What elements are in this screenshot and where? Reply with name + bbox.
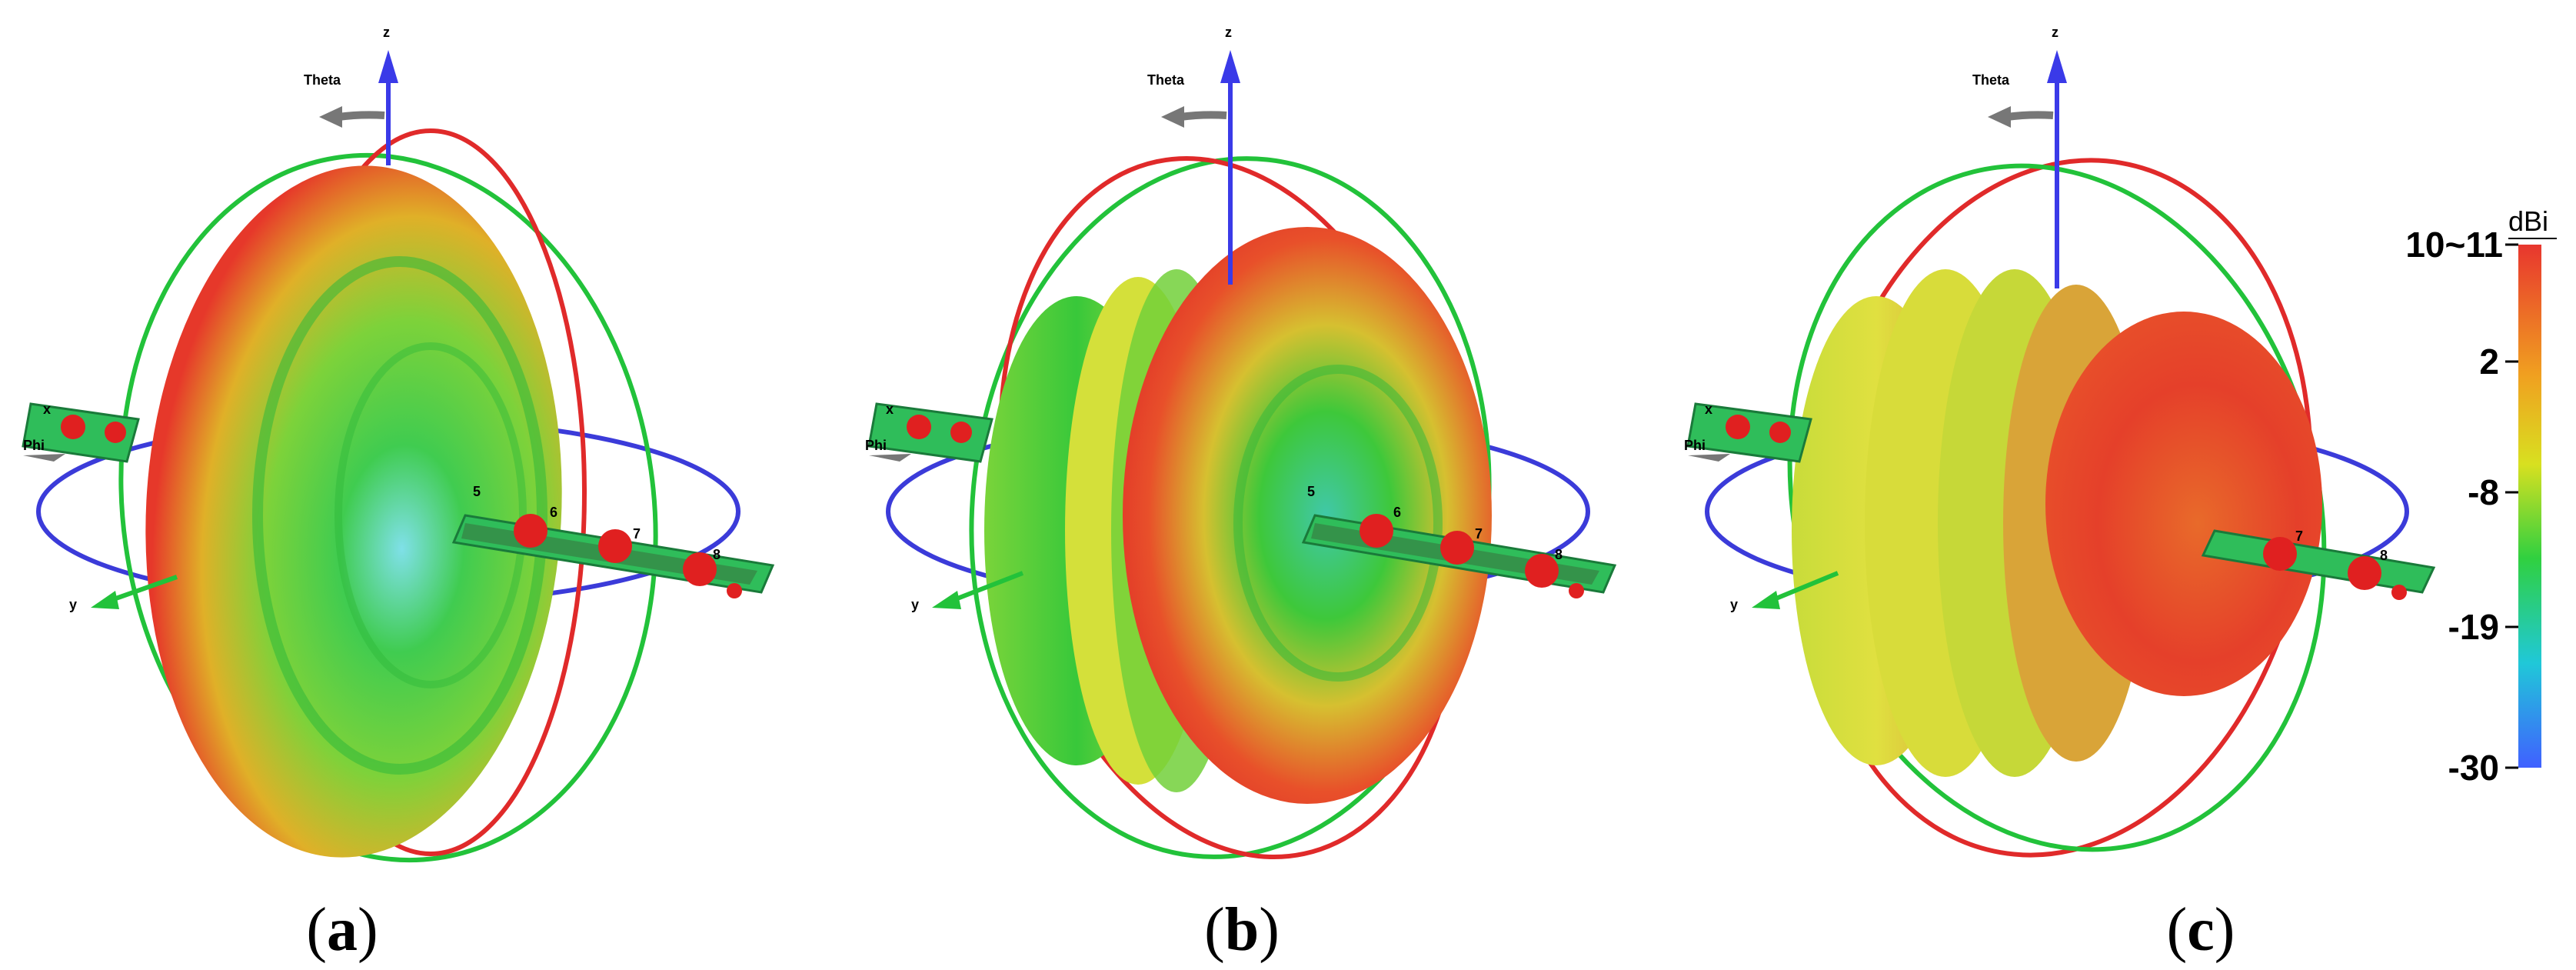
phi-label: Phi [1684,438,1706,453]
z-axis-label: z [2052,25,2058,40]
element-label: 6 [1393,505,1401,520]
radiation-lobe-ring [252,256,547,775]
radiation-lobe-main [145,165,562,858]
antenna-board-left [1686,402,1812,463]
colorbar: dBi 10~11 2 -8 -19 -30 [2405,205,2557,788]
phi-arrow-icon [23,454,65,462]
antenna-element [2263,537,2297,571]
theta-label: Theta [1147,72,1185,88]
antenna-element [1440,531,1474,565]
element-label: 8 [713,547,721,562]
z-axis-arrow-icon [378,50,398,83]
z-axis-label: z [383,25,390,40]
antenna-element [61,415,85,439]
antenna-element [1525,554,1559,588]
radiation-lobe-main [1123,227,1492,804]
element-label: 8 [2380,548,2388,563]
theta-arrow [338,111,385,121]
radiation-lobe-main [2045,312,2322,696]
y-axis [111,575,178,602]
colorbar-tick-label: 10~11 [2405,225,2503,265]
theta-arrow [1180,111,1227,121]
radiation-lobe-ring [1233,365,1443,682]
antenna-element [2348,556,2381,590]
antenna-element [105,422,126,443]
caption-a: (a) [306,896,378,964]
theta-arrow-icon [1161,106,1184,128]
colorbar-tick-label: 2 [2479,342,2499,382]
y-axis [1771,571,1839,602]
z-axis-label: z [1225,25,1232,40]
colorbar-tick-label: -8 [2468,472,2499,512]
theta-arrow-icon [1988,106,2011,128]
element-label: 8 [1555,547,1563,562]
theta-arrow-icon [319,106,342,128]
phi-arrow-icon [869,454,911,462]
caption-letter: c [2187,896,2215,964]
colorbar-tick-label: -19 [2448,607,2499,647]
y-axis [952,571,1024,602]
caption-paren: ) [1259,896,1280,964]
colorbar-tick-label: -30 [2448,748,2499,788]
caption-paren: ) [2215,896,2235,964]
y-axis-arrow-icon [1752,591,1780,609]
caption-paren: ( [2167,896,2188,964]
antenna-element [683,552,717,586]
theta-label: Theta [1972,72,2010,88]
y-axis-label: y [1730,597,1738,612]
x-axis-label: x [886,402,894,417]
antenna-element [1726,415,1750,439]
elevation-ring-green [118,152,658,863]
z-axis-arrow-icon [1220,50,1240,83]
panel-a: z Theta x Phi y 5 6 7 8 [22,25,775,863]
antenna-element [950,422,972,443]
antenna-element [1769,422,1791,443]
y-axis-arrow-icon [932,591,961,609]
antenna-element [907,415,931,439]
caption-letter: a [327,896,358,964]
element-label: 5 [473,484,481,499]
caption-paren: ( [1204,896,1225,964]
antenna-element [1360,514,1393,548]
caption-b: (b) [1204,896,1280,964]
z-axis-arrow-icon [2047,50,2067,83]
antenna-element [727,583,742,598]
panel-c: z Theta x Phi y 7 8 [1684,25,2436,858]
x-axis-label: x [43,402,51,417]
y-axis-label: y [911,597,919,612]
phi-label: Phi [23,438,45,453]
colorbar-unit: dBi [2508,205,2548,237]
caption-c: (c) [2167,896,2235,964]
element-label: 7 [1475,526,1483,542]
caption-paren: ) [358,896,378,964]
antenna-element [598,529,632,563]
radiation-lobe-ring [334,342,527,688]
antenna-element [1569,583,1584,598]
element-label: 5 [1307,484,1315,499]
caption-paren: ( [306,896,327,964]
theta-label: Theta [304,72,341,88]
panel-b: z Theta x Phi y 5 6 7 8 [865,25,1617,859]
phi-arrow-icon [1688,454,1730,462]
theta-arrow [2006,111,2054,121]
element-label: 7 [633,526,641,542]
y-axis-arrow-icon [91,591,119,609]
antenna-element [2391,585,2407,600]
caption-letter: b [1225,896,1260,964]
element-label: 6 [550,505,557,520]
colorbar-gradient [2518,245,2541,768]
element-label: 7 [2295,528,2303,544]
antenna-board-left [867,402,993,463]
y-axis-label: y [69,597,77,612]
x-axis-label: x [1705,402,1712,417]
antenna-element [514,514,547,548]
phi-label: Phi [865,438,887,453]
